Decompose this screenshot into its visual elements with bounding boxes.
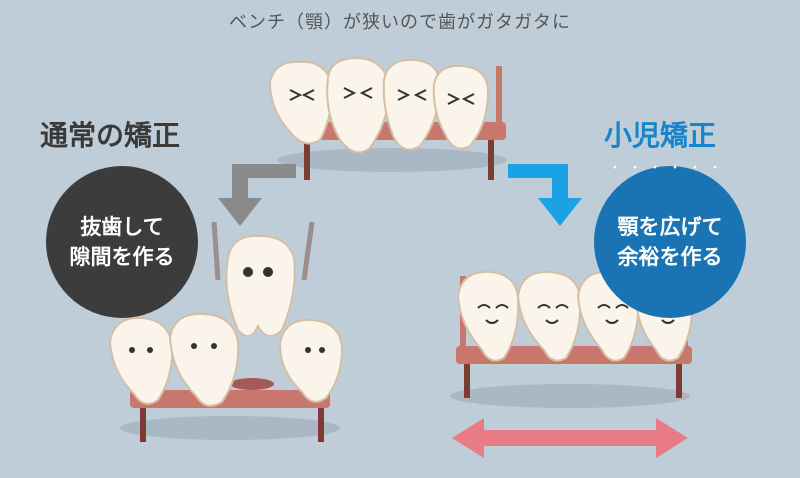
crowded-faces [289,87,475,105]
grey-arrow [218,164,296,226]
widen-double-arrow [452,418,688,458]
normal-orthodontics-heading: 通常の矯正 [40,119,181,152]
extraction-line-1: 抜歯して [80,214,164,239]
diagram-title: ベンチ（顎）が狭いので歯がガタガタに [229,12,571,33]
extraction-line-2: 隙間を作る [69,245,175,269]
child-orthodontics-heading: 小児矯正 [604,119,717,152]
extraction-teeth [108,234,344,407]
extraction-faces [129,267,325,353]
crowded-teeth [268,56,490,154]
extraction-bench [120,378,340,442]
emphasis-dots: ・・・・・・ [610,163,730,174]
expansion-method-circle: ・・・・・・ 顎を広げて 余裕を作る [594,163,746,318]
widened-bench [450,276,692,408]
blue-arrow [508,164,582,226]
extraction-method-circle: 抜歯して 隙間を作る [46,166,198,318]
expansion-line-1: 顎を広げて [617,214,723,239]
tongs [211,221,315,281]
expansion-line-2: 余裕を作る [617,245,723,269]
